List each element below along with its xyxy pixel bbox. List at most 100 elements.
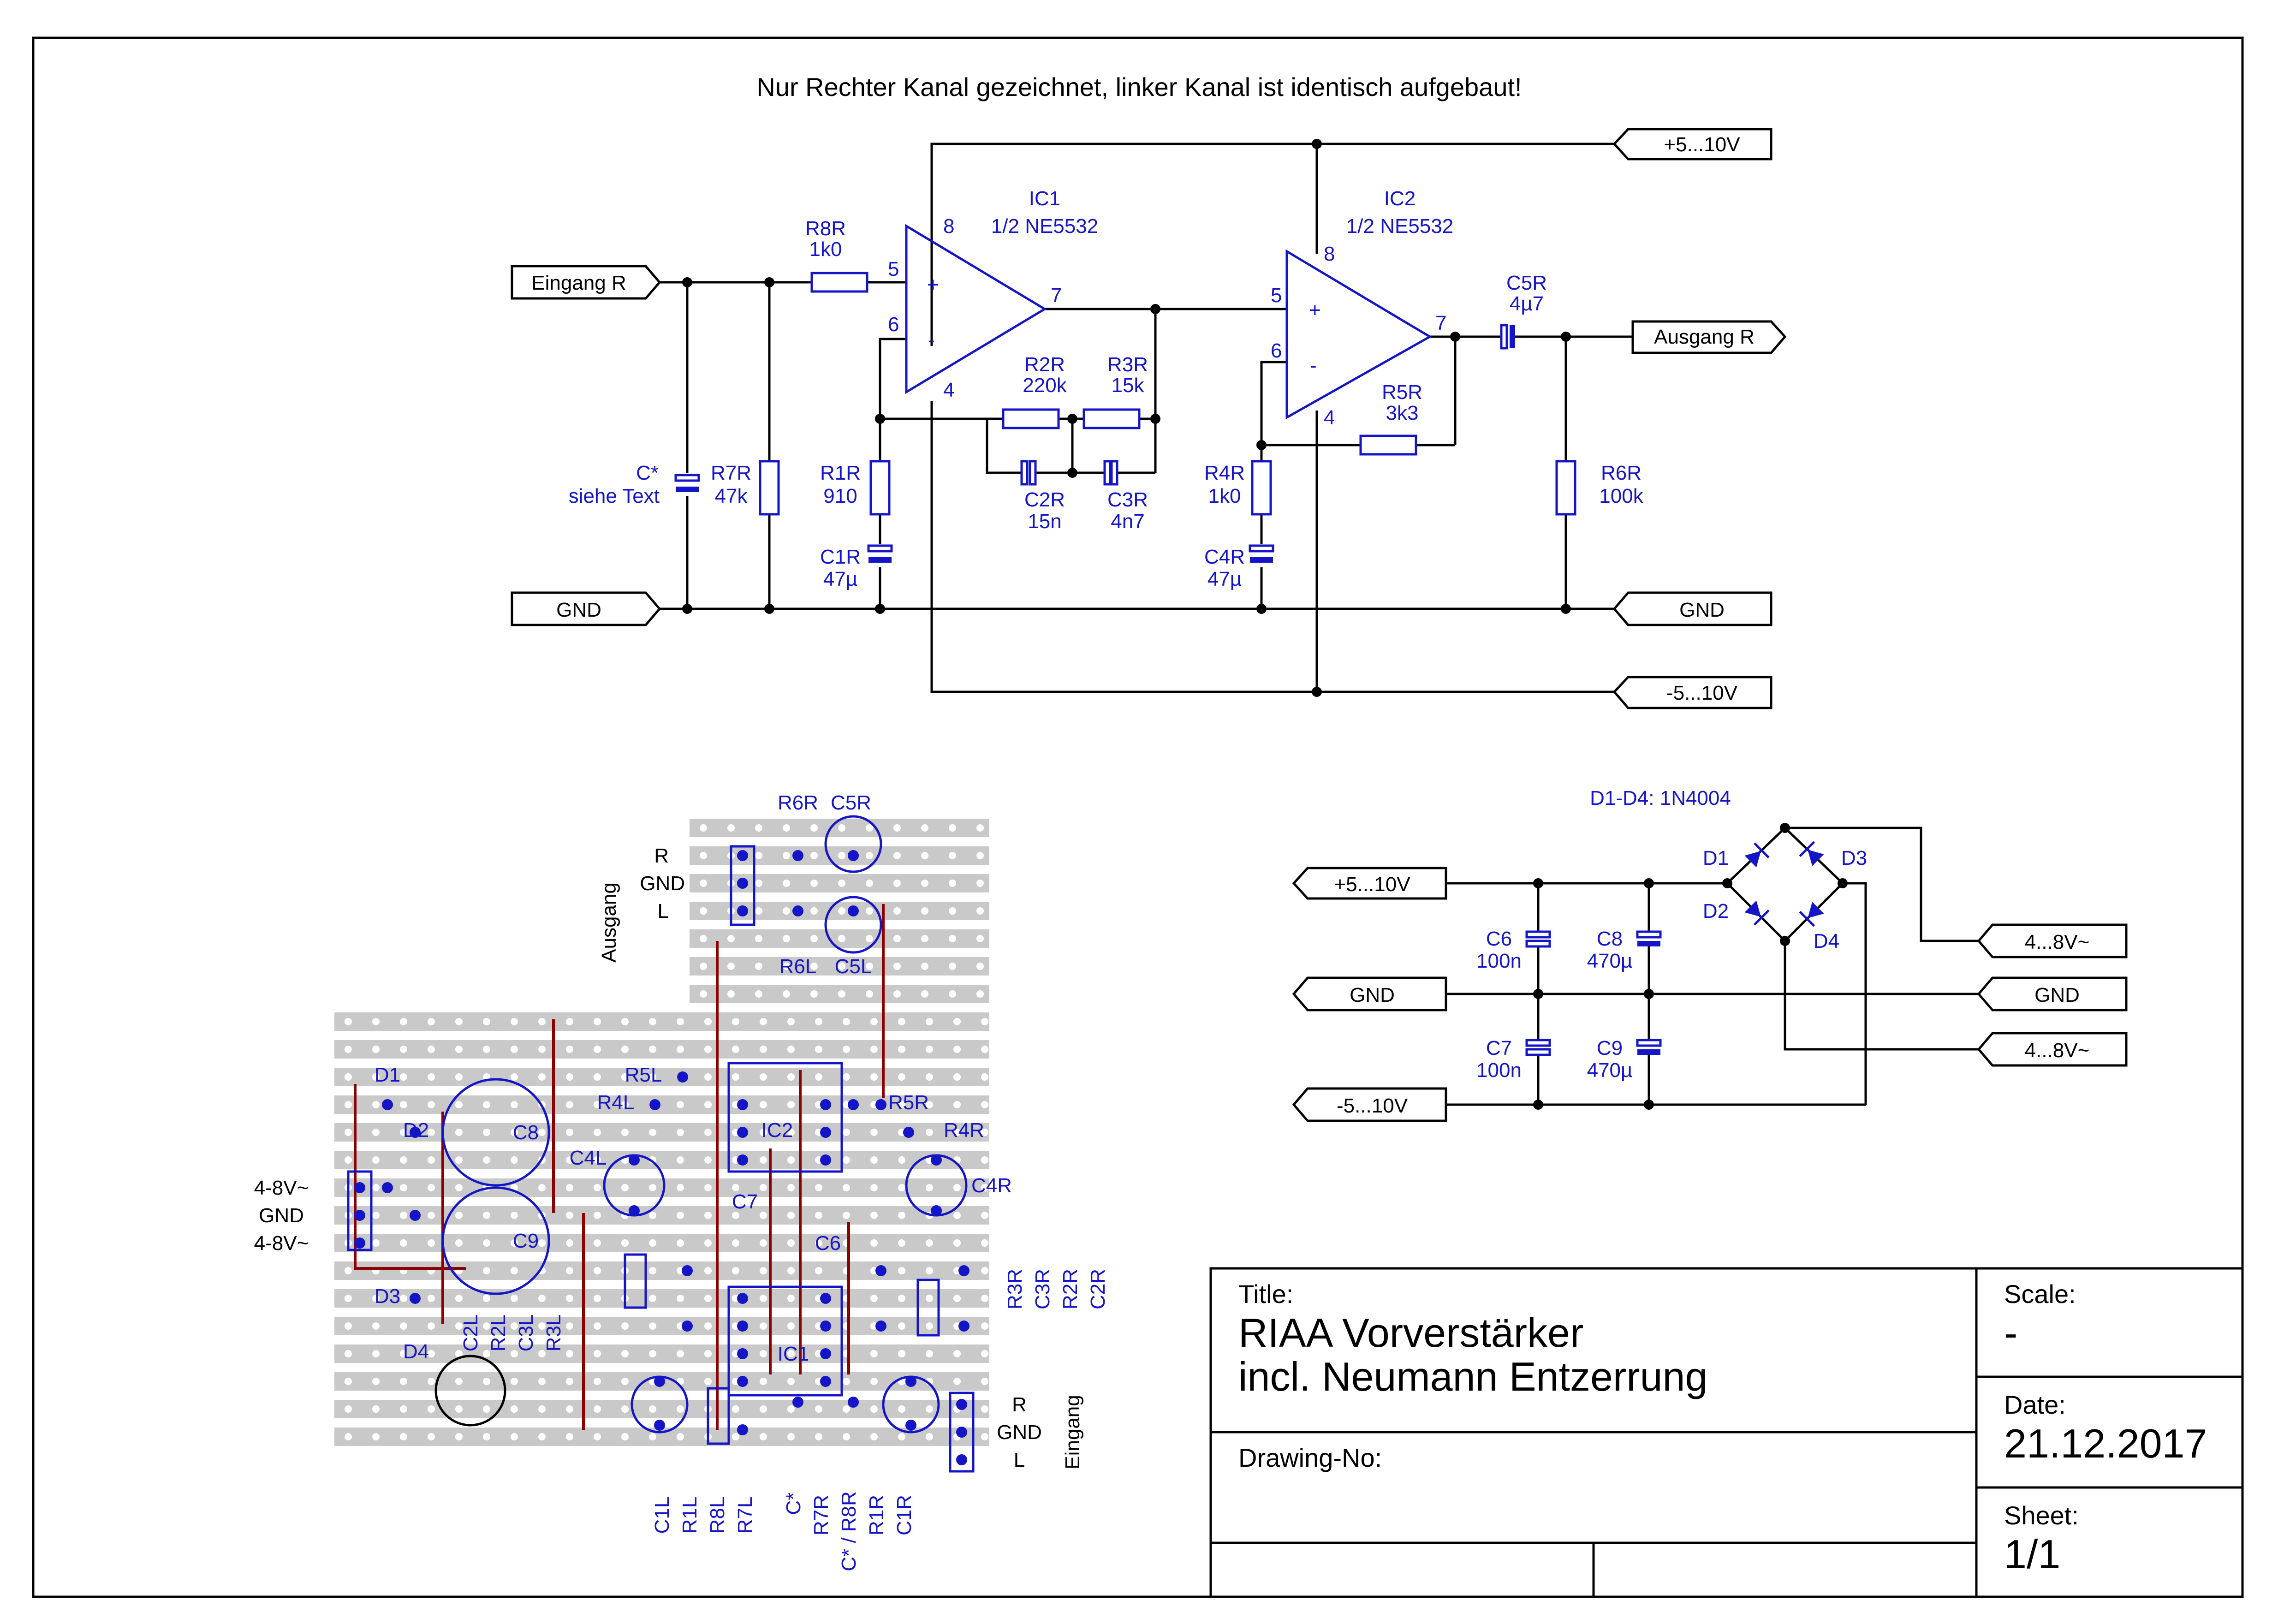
strip-hole [843, 1405, 850, 1413]
strip-hole [898, 1018, 905, 1025]
ic1-opamp [905, 224, 1047, 394]
strip-hole [870, 1156, 878, 1164]
svg-text:8: 8 [943, 215, 954, 238]
strip-hole [400, 1295, 407, 1302]
strip-hole [621, 1184, 629, 1191]
strip-hole [372, 1101, 380, 1108]
strip-hole [898, 1239, 905, 1247]
svg-text:Ausgang: Ausgang [598, 882, 620, 963]
psu-port-ac1: 4...8V~ [1977, 923, 2128, 958]
strip-hole [538, 1018, 546, 1025]
svg-text:Ausgang R: Ausgang R [1654, 326, 1755, 348]
solder-pad [629, 1154, 640, 1166]
strip-hole [677, 1046, 684, 1053]
strip-hole [400, 1378, 407, 1385]
strip-hole [345, 1267, 352, 1274]
strip-hole [760, 1018, 767, 1025]
strip-hole [870, 1405, 878, 1413]
strip-hole [926, 1184, 933, 1191]
strip-hole [455, 1156, 463, 1164]
strip-hole [566, 1239, 573, 1247]
svg-text:C3R: C3R [1031, 1269, 1054, 1309]
strip-hole [704, 1184, 712, 1191]
strip-hole [866, 963, 873, 970]
svg-text:C4R: C4R [971, 1174, 1012, 1197]
strip-hole [704, 1322, 712, 1330]
strip-hole [953, 1295, 961, 1302]
svg-text:47k: 47k [715, 485, 748, 507]
strip-hole [700, 880, 707, 887]
solder-pad [792, 905, 803, 916]
scale-value: - [2004, 1310, 2017, 1356]
svg-text:4...8V~: 4...8V~ [2025, 931, 2090, 953]
strip-hole [760, 1267, 767, 1274]
strip-hole [815, 1184, 822, 1191]
strip-hole [810, 990, 818, 998]
svg-text:C6: C6 [1486, 928, 1512, 950]
strip-hole [976, 963, 984, 970]
strip-hole [704, 1239, 712, 1247]
solder-pad [792, 850, 803, 861]
strip-hole [760, 1212, 767, 1219]
strip-hole [428, 1322, 435, 1330]
strip-hole [866, 824, 873, 832]
solder-pad [682, 1265, 693, 1276]
strip-hole [538, 1239, 546, 1247]
strip-hole [810, 935, 818, 942]
strip-hole [704, 1101, 712, 1108]
strip-hole [732, 1212, 739, 1219]
strip-hole [760, 1073, 767, 1081]
scale-label: Scale: [2004, 1279, 2076, 1309]
svg-text:GND: GND [1350, 984, 1395, 1006]
solder-pad [956, 1454, 967, 1465]
strip-hole [511, 1156, 518, 1164]
title-label: Title: [1238, 1279, 1293, 1309]
strip-hole [755, 824, 762, 832]
strip-hole [727, 990, 735, 998]
strip-hole [649, 1129, 656, 1136]
strip-hole [428, 1101, 435, 1108]
strip-hole [760, 1295, 767, 1302]
r4r-resistor [1251, 460, 1272, 516]
strip-hole [538, 1322, 546, 1330]
strip-hole [815, 1018, 822, 1025]
strip-hole [843, 1018, 850, 1025]
svg-text:D3: D3 [375, 1285, 400, 1308]
strip-hole [700, 852, 707, 859]
strip-hole [760, 1101, 767, 1108]
svg-text:R5R: R5R [1382, 381, 1422, 404]
svg-text:C5L: C5L [835, 955, 872, 978]
strip-hole [566, 1018, 573, 1025]
strip-hole [866, 880, 873, 887]
strip-hole [783, 852, 790, 859]
svg-text:-5...10V: -5...10V [1666, 682, 1738, 704]
strip-hole [921, 990, 928, 998]
strip-hole [511, 1101, 518, 1108]
strip-hole [787, 1378, 795, 1385]
port-eingang-r: Eingang R [511, 265, 661, 300]
c4r-capacitor [1249, 544, 1274, 563]
strip-hole [594, 1239, 601, 1247]
solder-pad [820, 1154, 831, 1166]
strip-hole [815, 1433, 822, 1440]
svg-text:1/2 NE5532: 1/2 NE5532 [1346, 215, 1453, 238]
strip-hole [755, 880, 762, 887]
bridge-diode-d4 [1799, 902, 1824, 927]
solder-pad [737, 878, 748, 889]
strip-hole [372, 1433, 380, 1440]
strip-hole [538, 1046, 546, 1053]
strip-hole [981, 1405, 988, 1413]
strip-hole [677, 1156, 684, 1164]
svg-text:GND: GND [1679, 599, 1725, 621]
strip-hole [677, 1101, 684, 1108]
strip-hole [483, 1433, 490, 1440]
strip-hole [594, 1046, 601, 1053]
strip-hole [704, 1156, 712, 1164]
svg-text:R4R: R4R [1204, 462, 1245, 484]
input-connector [949, 1392, 975, 1473]
c3r-capacitor [1103, 460, 1118, 486]
strip-hole [455, 1184, 463, 1191]
strip-hole [428, 1212, 435, 1219]
strip-hole [483, 1322, 490, 1330]
solder-pad [737, 1376, 748, 1387]
